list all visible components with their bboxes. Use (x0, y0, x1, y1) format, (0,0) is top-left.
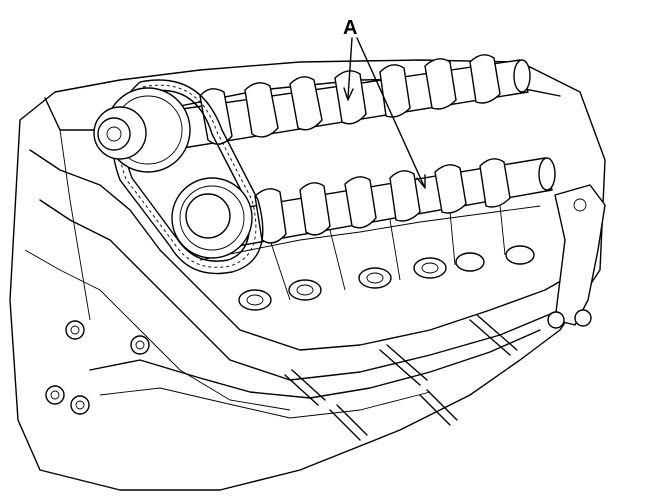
callout-a: A (343, 17, 426, 189)
camshaft-holder-bracket (547, 184, 606, 329)
head-studs (284, 314, 518, 441)
cam-lobes-lower (254, 158, 511, 244)
upper-cam-sprocket (93, 87, 191, 173)
lower-cam-sprocket (171, 177, 253, 259)
callout-label-a: A (343, 17, 357, 39)
cam-lobes-upper (199, 54, 501, 145)
head-bolts (45, 320, 150, 415)
